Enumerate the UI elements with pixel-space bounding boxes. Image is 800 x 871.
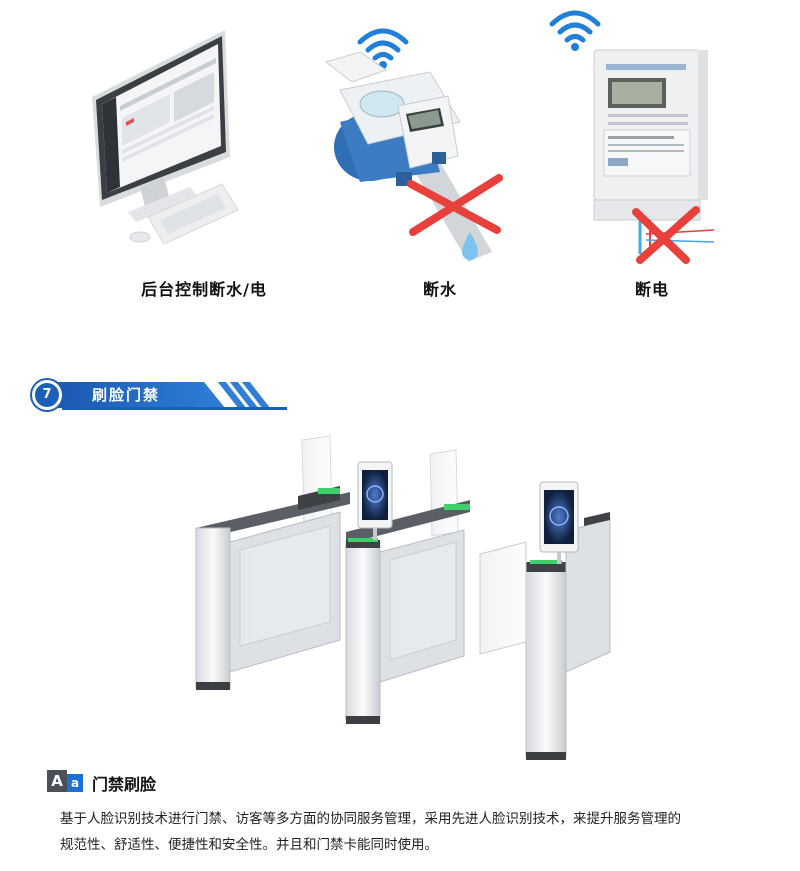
computer-monitor-image [92,30,239,245]
label-remote-cutoff: 后台控制断水/电 [141,280,267,299]
disconnect-cross-icon [407,174,503,236]
feature-description: 基于人脸识别技术进行门禁、访客等多方面的协同服务管理，采用先进人脸识别技术，来提… [60,806,750,858]
description-line-1: 基于人脸识别技术进行门禁、访客等多方面的协同服务管理，采用先进人脸识别技术，来提… [60,811,681,827]
feature-title: 门禁刷脸 [92,775,157,794]
font-aa-icon: A a [47,770,83,792]
aa-big-letter: A [47,770,67,792]
label-water-cutoff: 断水 [422,280,457,299]
description-line-2: 规范性、舒适性、便捷性和安全性。并且和门禁卡能同时使用。 [60,837,438,853]
water-meter-image [324,52,492,262]
header-underline [62,407,287,410]
section-title: 刷脸门禁 [92,386,161,404]
aa-small-letter: a [67,774,83,792]
section-header-bar [50,382,225,408]
section-number: 7 [32,380,62,410]
face-recognition-turnstile-image [195,435,611,760]
electricity-meter-image [593,49,715,254]
wifi-icon [549,10,601,51]
disconnect-cross-icon [632,206,700,264]
label-power-cutoff: 断电 [634,280,669,299]
section-header: 7 刷脸门禁 [32,380,287,410]
